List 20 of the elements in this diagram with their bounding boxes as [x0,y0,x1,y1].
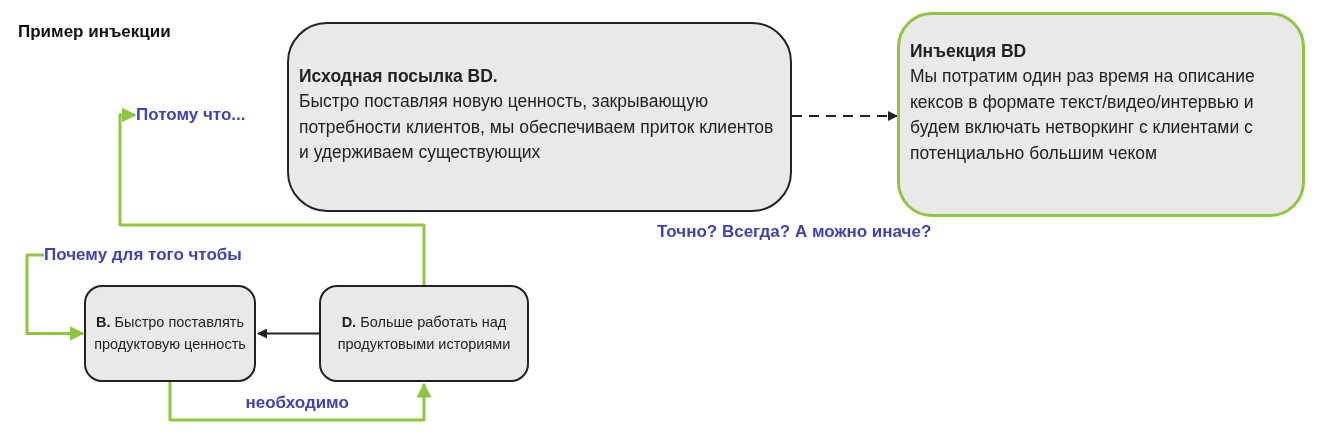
box-text: D. Больше работать над продуктовыми историями [336,313,512,354]
box-text: B. Быстро поставлять продуктовую ценность [93,313,247,354]
box-text: Быстро поставляя новую ценность, закрывающую потребности клиентов, мы обеспечиваем приток клиентов и удерживаем существующих [299,90,775,165]
process-box [319,285,529,382]
arrow [118,107,426,285]
arrow [168,382,432,422]
injection-box [897,12,1305,217]
edge-label: необходимо [243,393,351,413]
arrow [257,328,320,339]
connector-text: Почему для того чтобы [44,245,242,265]
process-box [84,285,256,382]
connector-text: Потому что... [136,105,246,125]
arrow [25,253,85,341]
box-text: Мы потратим один раз время на описание кексов в формате текст/видео/интервью и будем включать нетворкинг с клиентами с потенциально большим чеком [910,65,1256,165]
diagram-title: Пример инъекции [18,22,171,42]
premise-box [287,22,792,212]
arrow [791,111,898,121]
box-heading: Инъекция BD [910,40,1028,63]
box-heading: Исходная посылка BD. [299,65,499,88]
note-text: Точно? Всегда? А можно иначе? [655,222,934,242]
